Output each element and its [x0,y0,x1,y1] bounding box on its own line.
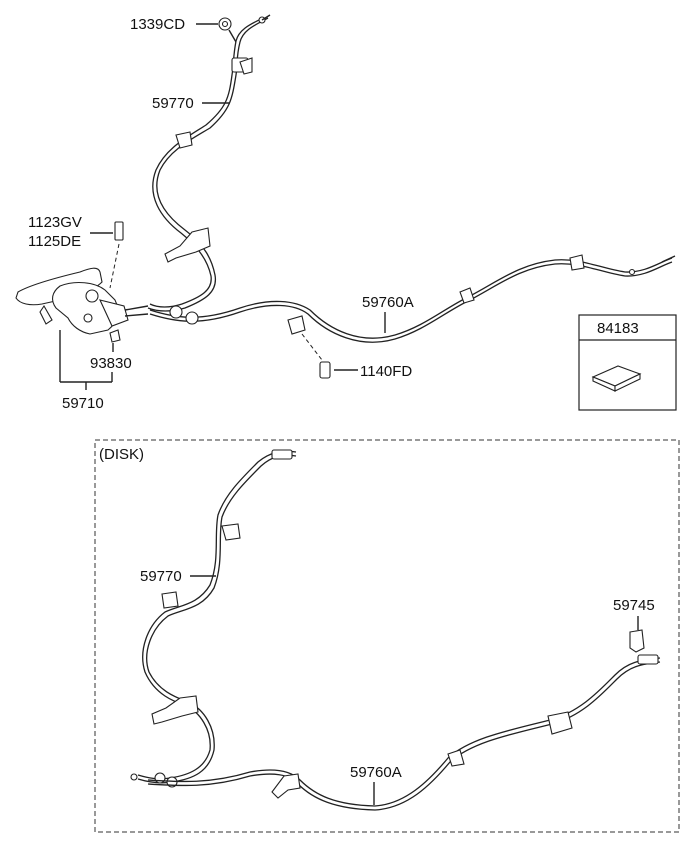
bolt-icon [114,221,124,241]
bracket-icon [151,695,199,725]
bracket-icon [164,227,211,263]
label-59760a-top: 59760A [362,294,414,311]
label-59760a-bottom: 59760A [350,764,402,781]
nut-1339cd [218,17,237,43]
label-59770-top: 59770 [152,95,194,112]
clip-93830-icon [109,329,121,343]
cable-59760a-upper [149,254,676,343]
cable-end-fitting [271,449,293,460]
bolt-1140fd [301,333,331,379]
bracket-icon [547,711,573,735]
disk-section-title: (DISK) [99,446,144,463]
clip-icon [459,287,475,304]
label-59745: 59745 [613,597,655,614]
cable-59770-upper [147,14,271,312]
label-59770-bottom: 59770 [140,568,182,585]
label-59710: 59710 [62,395,104,412]
label-93830: 93830 [90,355,132,372]
bracket-icon [271,773,301,799]
bolt-1123gv [109,221,124,289]
clip-icon [629,629,645,653]
clip-icon [175,131,193,149]
cable-59770-lower [130,449,297,788]
disk-section: (DISK) 59770 59760A [94,439,680,833]
label-84183: 84183 [597,320,639,337]
cable-end-fitting [637,654,659,665]
mount-bracket-icon [239,57,253,75]
clip-59745 [629,629,645,653]
upper-cable-assembly: 1339CD 59770 1123GV 1125DE [15,14,677,412]
parking-brake-lever-59710 [15,267,149,335]
cable-59760a-lower [147,654,661,811]
clip-icon [161,591,179,609]
clip-icon [569,254,585,271]
clip-icon [447,749,465,767]
label-1123gv: 1123GV [28,214,82,231]
grease-box-84183: 84183 [578,314,677,411]
bracket-icon [287,315,306,335]
label-1339cd: 1339CD [130,16,185,33]
label-1125de: 1125DE [28,233,81,250]
bracket-icon [221,523,241,541]
disk-section-frame [94,439,680,833]
label-1140fd: 1140FD [360,363,412,380]
bolt-icon [319,361,331,379]
